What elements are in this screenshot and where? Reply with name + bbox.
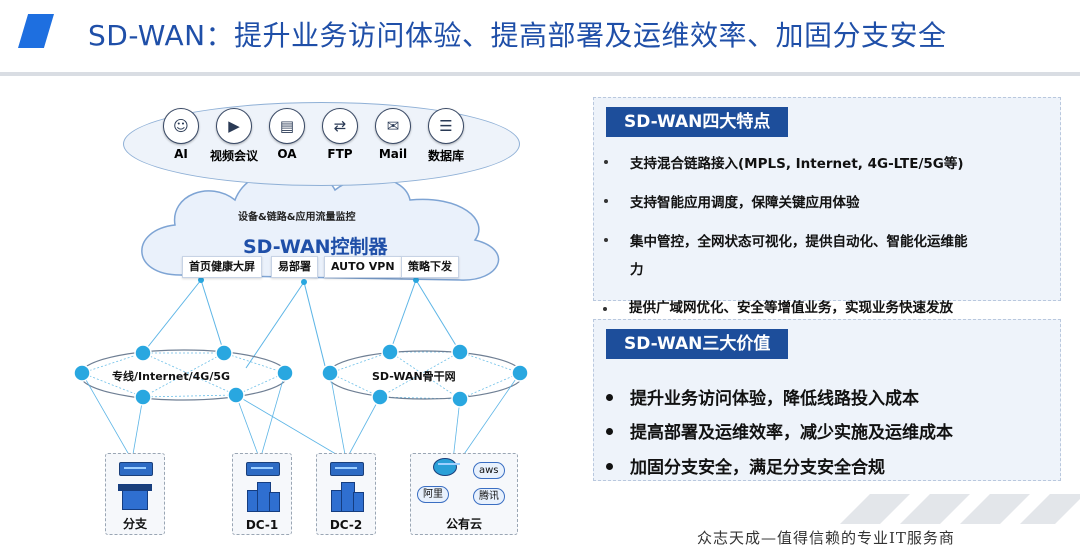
ring-nodes <box>73 343 529 408</box>
ring-node <box>73 364 91 382</box>
app-label: AI <box>174 147 188 161</box>
site-branch: 分支 <box>105 453 165 535</box>
app-video-conference: ▶ 视频会议 <box>210 108 258 164</box>
aws-badge: aws <box>473 462 505 479</box>
controller-monitor-label: 设备&链路&应用流量监控 <box>238 212 356 223</box>
title-logo-mark <box>18 14 54 48</box>
app-ftp: ⇄ FTP <box>316 108 364 161</box>
site-label: 公有云 <box>445 517 482 531</box>
app-label: Mail <box>378 147 408 161</box>
ring-node <box>321 364 339 382</box>
bullet <box>606 428 613 435</box>
bullet <box>606 463 613 470</box>
ring-node <box>215 344 233 362</box>
aliyun-badge: 阿里 <box>417 486 449 503</box>
datacenter-building-icon <box>245 480 280 512</box>
left-network-label: 专线/Internet/4G/5G <box>112 370 231 383</box>
value-item: 提升业务访问体验，降低线路投入成本 <box>630 389 919 409</box>
bullet <box>606 394 613 401</box>
controller-function: 首页健康大屏 <box>182 256 262 278</box>
app-ai: ☺ AI <box>157 108 205 161</box>
app-oa: ▤ OA <box>263 108 311 161</box>
controller-function: 策略下发 <box>401 256 459 278</box>
database-icon: ☰ <box>428 108 464 144</box>
datacenter-building-icon <box>329 480 364 512</box>
controller-cloud-shape <box>141 167 500 281</box>
bullet <box>604 199 608 203</box>
site-dc1: DC-1 <box>232 453 292 535</box>
controller-title: SD-WAN控制器 <box>243 236 388 258</box>
ring-node <box>511 364 529 382</box>
bullet <box>603 307 607 311</box>
tencent-badge: 腾讯 <box>473 488 505 505</box>
ring-node <box>276 364 294 382</box>
site-label: 分支 <box>122 517 147 531</box>
network-diagram: ☺ AI ▶ 视频会议 ▤ OA ⇄ FTP ✉ Mail ☰ 数据库 设备&链… <box>60 90 580 540</box>
values-panel: SD-WAN三大价值 提升业务访问体验，降低线路投入成本 提高部署及运维效率，减… <box>593 319 1061 481</box>
feature-item: 提供广域网优化、安全等增值业务，实现业务快速发放 <box>629 300 953 316</box>
branch-building-icon <box>118 480 152 510</box>
features-heading: SD-WAN四大特点 <box>606 107 789 137</box>
router-icon <box>330 462 364 476</box>
mail-icon: ✉ <box>375 108 411 144</box>
controller-connectors <box>198 277 419 285</box>
site-label: DC-2 <box>329 518 363 532</box>
ai-brain-icon: ☺ <box>163 108 199 144</box>
features-panel: SD-WAN四大特点 支持混合链路接入(MPLS, Internet, 4G-L… <box>593 97 1061 301</box>
right-network-label: SD-WAN骨干网 <box>372 370 456 383</box>
title-bar: SD-WAN：提升业务访问体验、提高部署及运维效率、加固分支安全 <box>0 0 1080 76</box>
controller-function: 易部署 <box>271 256 318 278</box>
app-label: 数据库 <box>427 149 464 163</box>
site-label: DC-1 <box>245 518 279 532</box>
page-title: SD-WAN：提升业务访问体验、提高部署及运维效率、加固分支安全 <box>88 19 947 52</box>
decorative-stripes <box>840 494 1080 524</box>
controller-function: AUTO VPN <box>324 256 402 278</box>
router-icon <box>119 462 153 476</box>
app-label: 视频会议 <box>210 149 259 163</box>
ring-node <box>134 344 152 362</box>
title-divider <box>0 72 1080 76</box>
feature-item-continued: 力 <box>630 262 644 278</box>
id-card-icon: ▤ <box>269 108 305 144</box>
ring-node <box>451 390 469 408</box>
ftp-icon: ⇄ <box>322 108 358 144</box>
ring-node <box>227 386 245 404</box>
app-label: FTP <box>327 147 353 161</box>
value-item: 提高部署及运维效率，减少实施及运维成本 <box>630 423 953 443</box>
ring-node <box>451 343 469 361</box>
site-public-cloud: aws 阿里 腾讯 公有云 <box>410 453 518 535</box>
diagram-lines <box>73 167 529 461</box>
app-label: OA <box>277 147 297 161</box>
app-mail: ✉ Mail <box>369 108 417 161</box>
ring-node <box>134 388 152 406</box>
app-database: ☰ 数据库 <box>422 108 470 164</box>
bullet <box>604 160 608 164</box>
cloud-router-icon <box>433 458 460 476</box>
video-icon: ▶ <box>216 108 252 144</box>
bullet <box>604 238 608 242</box>
ring-node <box>371 388 389 406</box>
feature-item: 支持混合链路接入(MPLS, Internet, 4G-LTE/5G等) <box>630 156 964 172</box>
ring-node <box>381 343 399 361</box>
values-heading: SD-WAN三大价值 <box>606 329 789 359</box>
site-dc2: DC-2 <box>316 453 376 535</box>
router-icon <box>246 462 280 476</box>
feature-item: 支持智能应用调度，保障关键应用体验 <box>630 195 860 211</box>
value-item: 加固分支安全，满足分支安全合规 <box>630 458 885 478</box>
footer-slogan: 众志天成—值得信赖的专业IT服务商 <box>697 529 955 547</box>
feature-item: 集中管控，全网状态可视化，提供自动化、智能化运维能 <box>630 234 968 250</box>
